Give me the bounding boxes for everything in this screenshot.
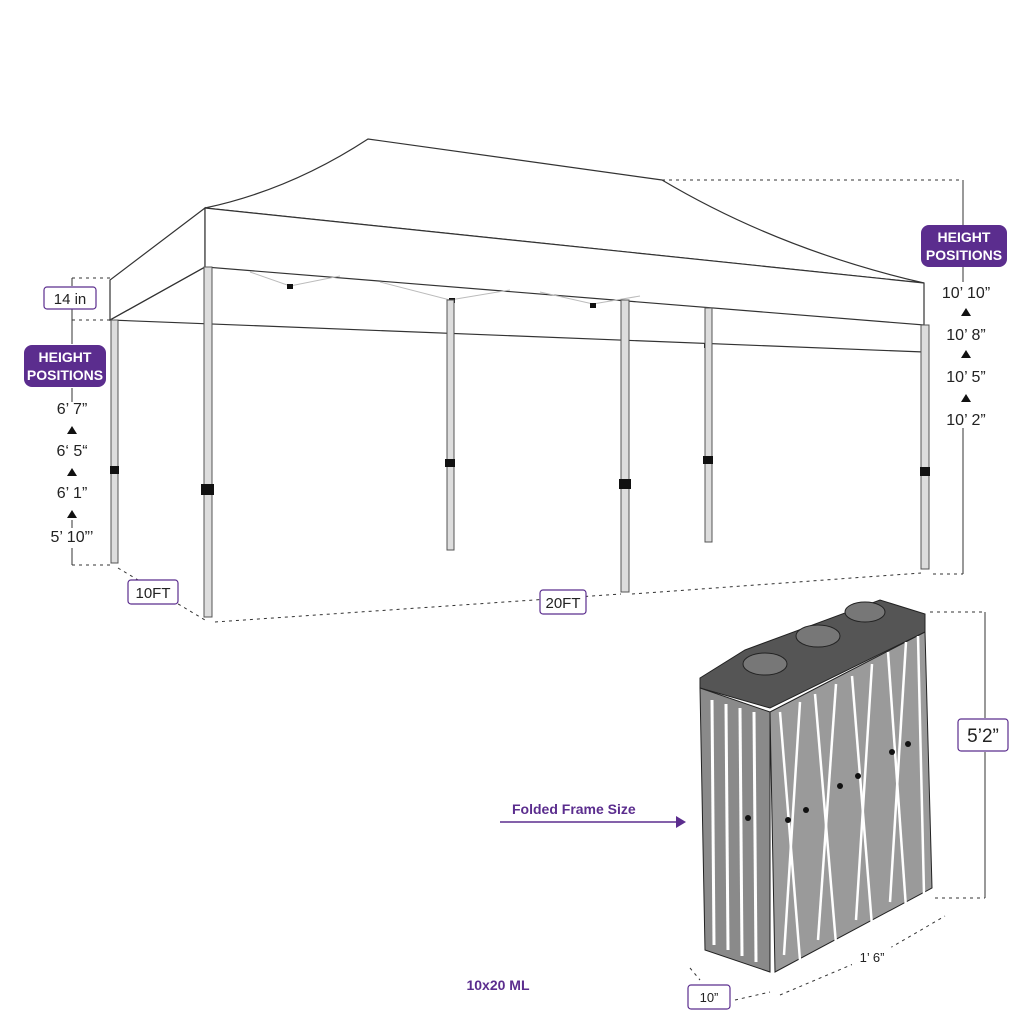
- up-arrow-icon: [67, 468, 77, 476]
- leg-back-left: [110, 319, 119, 564]
- left-height-4: 5’ 10”’: [51, 529, 94, 546]
- left-badge-line1: HEIGHT: [39, 349, 92, 365]
- arrow-right-icon: [676, 816, 686, 828]
- leg-front-right: [920, 324, 930, 570]
- folded-height-dimension: 5’2”: [967, 726, 999, 747]
- leg-latches: [110, 456, 930, 495]
- leg-middle-back: [446, 299, 455, 551]
- right-height-1: 10’ 10”: [942, 285, 990, 302]
- right-height-3: 10’ 5”: [946, 369, 985, 386]
- back-eave: [109, 319, 925, 353]
- folded-dimension-lines: [689, 611, 986, 1001]
- valance-edge: [109, 266, 206, 321]
- leg-front-left: [203, 266, 213, 618]
- folded-left-face: [699, 687, 771, 973]
- up-arrow-icon: [67, 426, 77, 434]
- valance-side: [109, 206, 206, 322]
- up-arrow-icon: [67, 510, 77, 518]
- length-dimension: 20FT: [545, 595, 580, 612]
- folded-width-dimension: 10”: [700, 990, 719, 1005]
- hub-3: [844, 601, 886, 623]
- legs: [110, 266, 930, 618]
- hub-1: [742, 652, 788, 676]
- folded-frame: [699, 599, 933, 973]
- left-height-2: 6‘ 5“: [56, 443, 87, 460]
- folded-pins: [745, 741, 911, 823]
- left-height-1: 6’ 7”: [57, 401, 88, 418]
- folded-scissor-struts: [778, 635, 926, 961]
- up-arrow-icon: [961, 350, 971, 358]
- right-height-2: 10’ 8”: [946, 327, 985, 344]
- left-height-badge: [24, 345, 106, 387]
- valance-dimension: 14 in: [54, 291, 87, 308]
- dimension-solid-lines: [71, 180, 964, 574]
- right-height-badge: [921, 225, 1007, 267]
- left-badge-line2: POSITIONS: [27, 367, 103, 383]
- up-arrow-icon: [961, 308, 971, 316]
- folded-top: [699, 599, 926, 709]
- left-height-3: 6’ 1”: [57, 485, 88, 502]
- canopy-roof: [109, 138, 925, 353]
- folded-depth-box: [852, 946, 892, 968]
- model-name: 10x20 ML: [466, 977, 529, 993]
- folded-left-poles: [710, 699, 758, 963]
- leg-middle-rear: [704, 307, 713, 543]
- valance-dimension-box: [43, 286, 97, 310]
- length-dimension-box: [539, 589, 587, 615]
- folded-height-box: [957, 718, 1009, 752]
- right-badge-line1: HEIGHT: [938, 229, 991, 245]
- folded-depth-dimension: 1’ 6”: [860, 950, 885, 965]
- leg-middle-front: [620, 299, 630, 593]
- right-badge-line2: POSITIONS: [926, 247, 1002, 263]
- width-dimension: 10FT: [135, 585, 170, 602]
- folded-width-box: [687, 984, 731, 1010]
- roof-surface: [204, 138, 925, 284]
- right-height-values: 10’ 10” 10’ 8” 10’ 5” 10’ 2”: [942, 285, 990, 429]
- left-height-values: 6’ 7” 6‘ 5“ 6’ 1” 5’ 10”’: [51, 401, 94, 546]
- up-arrow-icon: [961, 394, 971, 402]
- folded-frame-label: Folded Frame Size: [512, 801, 636, 817]
- hub-2: [795, 624, 841, 648]
- width-dimension-box: [127, 579, 179, 605]
- right-height-4: 10’ 2”: [946, 412, 985, 429]
